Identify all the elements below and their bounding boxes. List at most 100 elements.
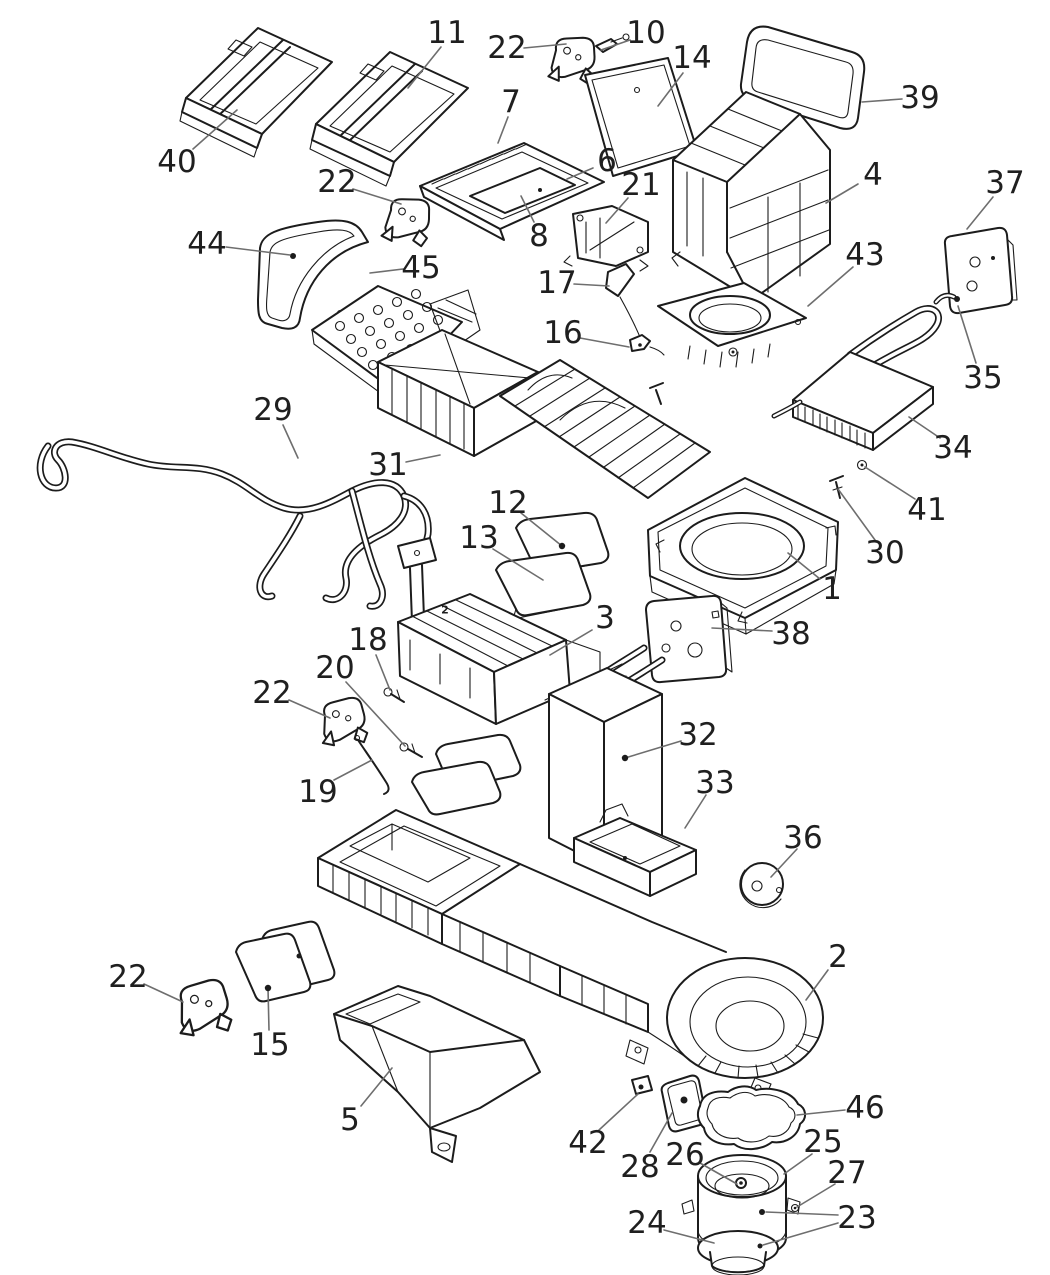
part-number-label-2-38: 2 bbox=[828, 939, 848, 975]
part-number-label-36-35: 36 bbox=[783, 820, 822, 856]
leader-line-8 bbox=[520, 195, 535, 223]
leader-line-42 bbox=[598, 1093, 639, 1131]
part-22-actuator-bottom bbox=[174, 977, 234, 1038]
part-33-drain-tray bbox=[573, 803, 697, 897]
part-number-label-32-32: 32 bbox=[678, 717, 717, 753]
part-11-housing-cover bbox=[309, 51, 469, 187]
part-number-label-14-4: 14 bbox=[672, 40, 711, 76]
part-number-label-22-36: 22 bbox=[108, 959, 147, 995]
part-8-inner-lid bbox=[469, 167, 576, 214]
part-41-screw bbox=[856, 459, 868, 471]
leader-line-39 bbox=[861, 98, 903, 103]
part-36-vacuum-motor-cap bbox=[739, 862, 784, 909]
part-number-label-23-47: 23 bbox=[837, 1200, 876, 1236]
part-19-control-rod bbox=[353, 734, 390, 795]
part-30-screw bbox=[829, 475, 844, 499]
leader-line-16 bbox=[579, 337, 630, 348]
part-22-actuator-upper bbox=[379, 192, 436, 249]
part-number-label-42-40: 42 bbox=[568, 1125, 607, 1161]
leader-line-22 bbox=[288, 699, 331, 719]
part-number-label-25-44: 25 bbox=[803, 1124, 842, 1160]
part-number-label-5-39: 5 bbox=[340, 1102, 360, 1138]
part-13-recirc-door-seal bbox=[495, 551, 592, 620]
harness-connector bbox=[397, 537, 437, 623]
leader-line-23 bbox=[762, 1222, 839, 1246]
part-number-label-6-7: 6 bbox=[597, 143, 617, 179]
leader-line-13 bbox=[492, 548, 544, 581]
part-37-insulator-pad bbox=[943, 226, 1018, 315]
leader-line-22 bbox=[143, 983, 184, 1003]
leader-line-20 bbox=[345, 681, 406, 747]
part-number-label-24-46: 24 bbox=[627, 1205, 666, 1241]
leader-line-33 bbox=[684, 794, 707, 829]
leader-line-11 bbox=[407, 46, 442, 89]
part-number-label-30-23: 30 bbox=[865, 535, 904, 571]
part-number-label-3-27: 3 bbox=[595, 600, 615, 636]
part-27-flange-screw bbox=[790, 1203, 800, 1213]
foam-pads bbox=[411, 733, 522, 816]
part-1-mode-door-ring bbox=[647, 477, 839, 635]
part-17-control-lever bbox=[605, 263, 645, 348]
leader-line-34 bbox=[908, 416, 941, 439]
leader-line-37 bbox=[966, 196, 994, 230]
part-number-label-17-15: 17 bbox=[537, 265, 576, 301]
part-number-label-27-45: 27 bbox=[827, 1155, 866, 1191]
part-31-main-distribution-case bbox=[377, 329, 839, 635]
part-number-label-33-34: 33 bbox=[695, 765, 734, 801]
leader-dot-32 bbox=[621, 754, 629, 762]
leader-dot-15 bbox=[264, 984, 272, 992]
leader-line-7 bbox=[497, 116, 509, 144]
part-38-cover-plate bbox=[645, 594, 733, 684]
leader-dot-12 bbox=[558, 542, 566, 550]
leader-line-18 bbox=[375, 654, 391, 691]
part-24-blower-motor bbox=[697, 1230, 779, 1275]
part-number-label-12-24: 12 bbox=[488, 485, 527, 521]
leader-line-46 bbox=[796, 1109, 846, 1116]
part-number-label-46-43: 46 bbox=[845, 1090, 884, 1126]
leader-line-6 bbox=[566, 167, 594, 180]
part-21-mounting-bracket bbox=[563, 205, 649, 272]
leader-line-1 bbox=[787, 552, 821, 580]
leader-line-17 bbox=[573, 283, 610, 287]
part-18-screw bbox=[383, 687, 405, 703]
part-number-label-28-41: 28 bbox=[620, 1149, 659, 1185]
leader-line-10 bbox=[600, 39, 631, 51]
part-34-heater-core bbox=[771, 305, 942, 451]
part-4-evaporator-housing bbox=[671, 91, 831, 313]
leader-line-25 bbox=[783, 1153, 813, 1175]
part-44-duct-seal-frame bbox=[257, 219, 369, 330]
part-23-screw-a bbox=[759, 1209, 765, 1215]
part-35-hose-fitting bbox=[933, 292, 960, 305]
part-number-label-40-0: 40 bbox=[157, 144, 196, 180]
part-number-label-4-8: 4 bbox=[863, 157, 883, 193]
part-number-label-39-5: 39 bbox=[900, 80, 939, 116]
leader-line-5 bbox=[360, 1067, 393, 1107]
leader-line-40 bbox=[192, 109, 238, 150]
part-32-evaporator bbox=[544, 644, 666, 867]
part-number-label-22-11: 22 bbox=[317, 164, 356, 200]
leader-line-23 bbox=[765, 1211, 839, 1216]
leader-line-35 bbox=[957, 305, 977, 364]
part-20-screw bbox=[399, 742, 423, 758]
leader-line-22 bbox=[352, 188, 402, 205]
leader-line-41 bbox=[864, 466, 916, 500]
leader-line-45 bbox=[369, 268, 404, 274]
leader-line-3 bbox=[549, 629, 593, 656]
leader-line-24 bbox=[663, 1229, 715, 1244]
part-number-label-21-10: 21 bbox=[621, 167, 660, 203]
part-42-clip bbox=[631, 1075, 653, 1095]
leader-line-12 bbox=[520, 512, 563, 547]
leader-line-19 bbox=[333, 759, 373, 781]
part-number-label-44-12: 44 bbox=[187, 226, 226, 262]
leader-line-27 bbox=[796, 1183, 836, 1208]
leader-line-26 bbox=[699, 1162, 738, 1185]
leader-line-36 bbox=[770, 848, 798, 878]
part-6-filter-frame bbox=[419, 142, 605, 241]
part-26-hub-screw bbox=[735, 1177, 747, 1189]
part-number-label-38-28: 38 bbox=[771, 616, 810, 652]
leader-line-22 bbox=[523, 43, 567, 49]
part-number-label-1-26: 1 bbox=[822, 571, 842, 607]
part-number-label-37-9: 37 bbox=[985, 165, 1024, 201]
leader-line-14 bbox=[657, 72, 684, 107]
